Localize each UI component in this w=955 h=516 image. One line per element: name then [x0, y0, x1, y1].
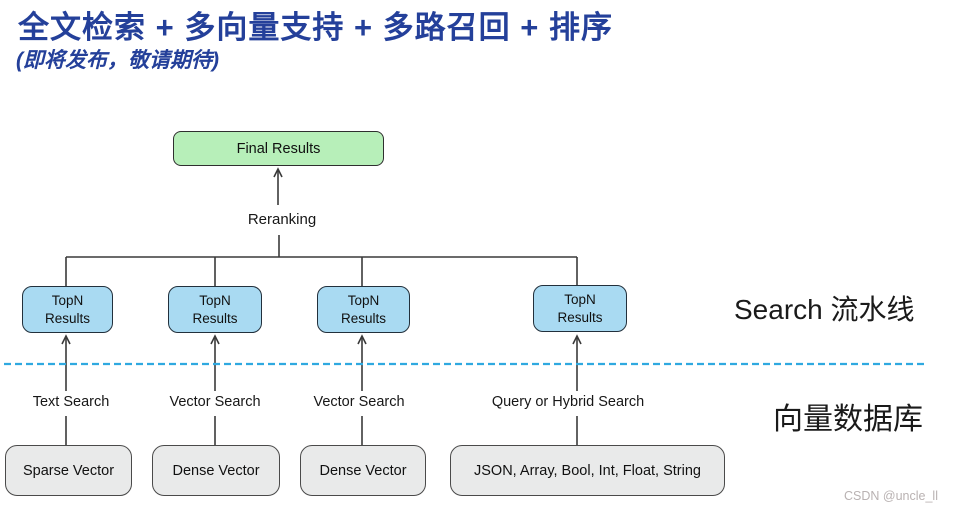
search-label-vector-search-2: Vector Search: [313, 394, 405, 410]
topn-results-box-4: TopN Results: [533, 285, 627, 332]
storage-box-scalar-types: JSON, Array, Bool, Int, Float, String: [450, 445, 725, 496]
topn-results-box-1: TopN Results: [22, 286, 113, 333]
storage-box-sparse-vector: Sparse Vector: [5, 445, 132, 496]
storage-box-dense-vector-1: Dense Vector: [152, 445, 280, 496]
topn-results-box-2: TopN Results: [168, 286, 262, 333]
search-label-text-search: Text Search: [32, 394, 110, 410]
search-pipeline-section-label: Search 流水线: [734, 294, 915, 325]
search-label-vector-search-1: Vector Search: [169, 394, 261, 410]
page-subtitle: (即将发布，敬请期待): [16, 49, 219, 72]
watermark: CSDN @uncle_ll: [844, 489, 938, 503]
topn-results-box-3: TopN Results: [317, 286, 410, 333]
vector-database-section-label: 向量数据库: [773, 403, 923, 436]
reranking-label: Reranking: [247, 211, 317, 228]
search-label-query-hybrid: Query or Hybrid Search: [491, 394, 645, 410]
page-title: 全文检索 + 多向量支持 + 多路召回 + 排序: [18, 10, 613, 45]
final-results-box: Final Results: [173, 131, 384, 166]
storage-box-dense-vector-2: Dense Vector: [300, 445, 426, 496]
